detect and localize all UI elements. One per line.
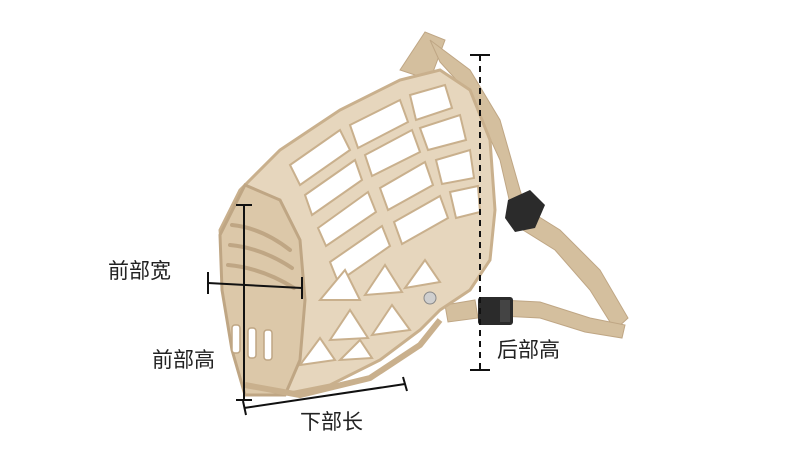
dog-muzzle-image bbox=[218, 68, 497, 399]
dimension-lines bbox=[207, 54, 490, 416]
bottom-length-line bbox=[243, 383, 406, 409]
head-strap bbox=[399, 31, 629, 339]
bottom-length-label: 下部长 bbox=[300, 410, 363, 434]
front-width-line bbox=[207, 282, 303, 289]
buckle-icon bbox=[478, 190, 545, 325]
front-width-label: 前部宽 bbox=[108, 259, 171, 283]
front-height-label: 前部高 bbox=[152, 348, 215, 372]
rear-height-label: 后部高 bbox=[497, 338, 560, 362]
